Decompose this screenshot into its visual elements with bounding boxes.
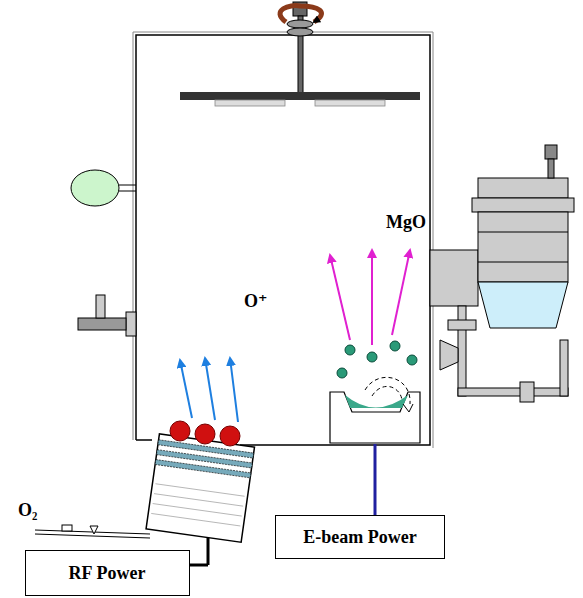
material-label: MgO (386, 212, 426, 233)
gas-label: O₂ (18, 500, 37, 521)
ion-label: O⁺ (244, 290, 268, 312)
box-label: E-beam Power (303, 527, 416, 548)
power-supply-box: E-beam Power (275, 515, 445, 559)
box-label: RF Power (69, 563, 146, 584)
power-supply-box: RF Power (25, 550, 190, 596)
